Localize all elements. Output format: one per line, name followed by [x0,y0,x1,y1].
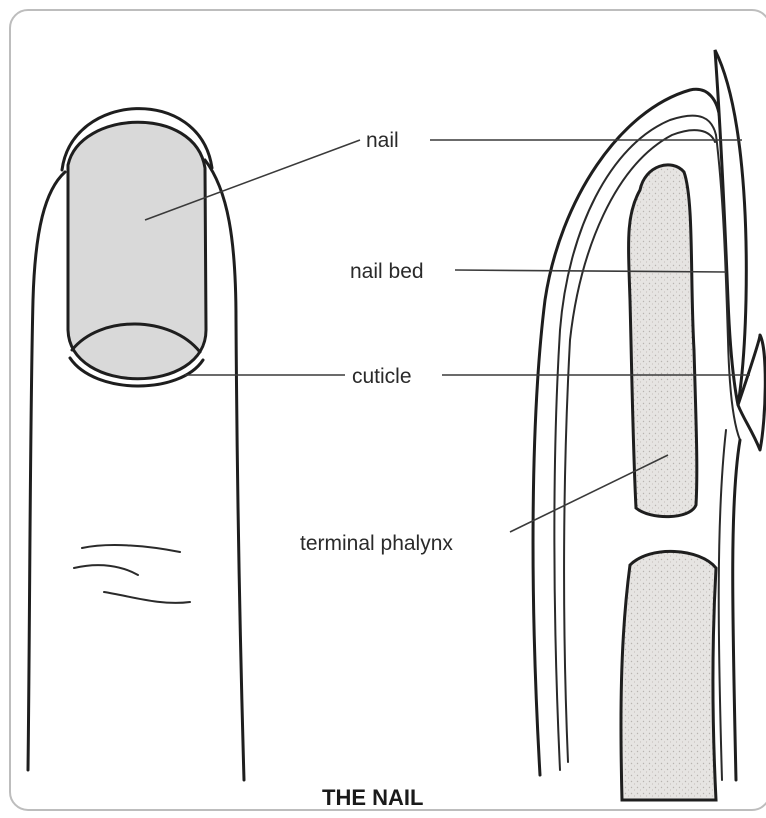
finger-outline-right [205,160,244,780]
diagram-title: THE NAIL [322,785,423,810]
middle-phalanx-bone [621,551,716,800]
finger-outline [28,172,65,770]
knuckle-crease-3 [104,592,190,603]
label-cuticle: cuticle [352,365,412,388]
knuckle-crease-1 [82,545,180,552]
label-nail-bed: nail bed [350,260,424,283]
dorsal-skin [733,440,740,780]
finger-cross-section [533,50,765,800]
label-nail: nail [366,129,399,152]
label-terminal-phalynx: terminal phalynx [300,532,453,555]
finger-top-view [28,109,244,780]
knuckle-crease-2 [74,565,138,575]
dorsal-skin-inner [719,430,726,780]
nail-plate-section [715,50,746,405]
terminal-phalanx-bone [629,165,697,517]
